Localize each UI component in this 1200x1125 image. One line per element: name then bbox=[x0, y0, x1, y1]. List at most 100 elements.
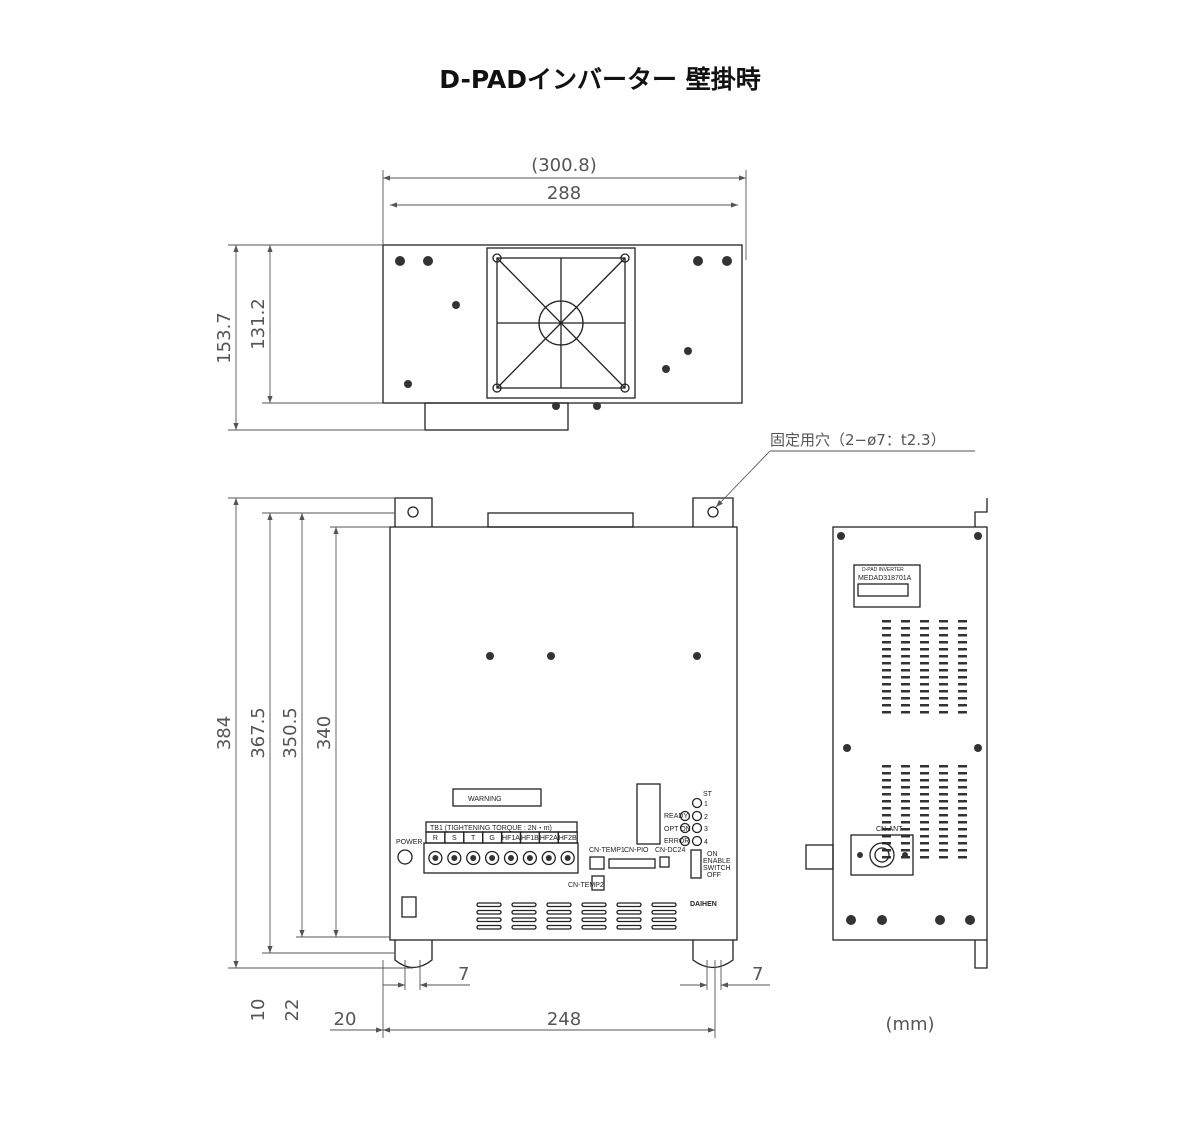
vent-slot bbox=[939, 676, 948, 679]
vent-slot bbox=[882, 800, 891, 803]
vent-slot bbox=[901, 814, 910, 817]
vent-slot bbox=[920, 620, 929, 623]
dim-10: 10 bbox=[248, 999, 269, 1022]
terminal-screw bbox=[484, 850, 500, 866]
vent-slot bbox=[958, 765, 967, 768]
vent-slot bbox=[920, 655, 929, 658]
terminal-screw bbox=[503, 850, 519, 866]
vent-slot bbox=[920, 711, 929, 714]
vent-slot bbox=[882, 676, 891, 679]
vent-slot bbox=[616, 924, 642, 930]
vent-slot bbox=[939, 690, 948, 693]
svg-text:READY: READY bbox=[664, 813, 688, 820]
terminal-label: HF1B bbox=[521, 835, 539, 842]
vent-slot bbox=[616, 902, 642, 908]
vent-slot bbox=[651, 917, 677, 923]
vent-slot bbox=[939, 683, 948, 686]
unit-label: (mm) bbox=[885, 1014, 934, 1035]
vent-slot bbox=[901, 793, 910, 796]
dim-height: 131.2 bbox=[248, 298, 269, 350]
vent-slot bbox=[511, 924, 537, 930]
vent-slot bbox=[882, 711, 891, 714]
vent-slot bbox=[901, 662, 910, 665]
vent-slot bbox=[901, 800, 910, 803]
terminal-label: T bbox=[471, 835, 476, 842]
vent-slot bbox=[546, 902, 572, 908]
svg-text:OFF: OFF bbox=[707, 872, 721, 879]
vent-slot bbox=[511, 909, 537, 915]
vent-slot bbox=[939, 828, 948, 831]
vent-slot bbox=[511, 902, 537, 908]
vent-slot bbox=[920, 793, 929, 796]
vent-slot bbox=[958, 711, 967, 714]
vent-slot bbox=[920, 800, 929, 803]
vent-slot bbox=[901, 807, 910, 810]
vent-slot bbox=[901, 765, 910, 768]
vent-slot bbox=[958, 793, 967, 796]
vent-slot bbox=[958, 814, 967, 817]
vent-slot bbox=[920, 849, 929, 852]
vent-slot bbox=[958, 662, 967, 665]
vent-slot bbox=[958, 676, 967, 679]
vent-slot bbox=[901, 849, 910, 852]
vent-slot bbox=[920, 634, 929, 637]
vent-slot bbox=[958, 786, 967, 789]
terminal-label: HF2B bbox=[559, 835, 577, 842]
vent-slot bbox=[920, 835, 929, 838]
vent-slot bbox=[901, 786, 910, 789]
terminal-screw bbox=[522, 850, 538, 866]
vent-slot bbox=[939, 765, 948, 768]
vent-slot bbox=[939, 641, 948, 644]
terminal-label: G bbox=[489, 835, 494, 842]
vent-slot bbox=[651, 909, 677, 915]
mounting-hole-note: 固定用穴（2−ø7：t2.3） bbox=[770, 431, 946, 449]
front-view: WARNING TB1 (TIGHTENING TORQUE : 2N・m) R… bbox=[389, 497, 738, 969]
terminal-label: HF1A bbox=[502, 835, 520, 842]
vent-slot bbox=[920, 814, 929, 817]
vent-slot bbox=[882, 828, 891, 831]
vent-slot bbox=[958, 856, 967, 859]
vent-slot bbox=[901, 676, 910, 679]
vent-slot bbox=[939, 662, 948, 665]
vent-slot bbox=[901, 648, 910, 651]
vent-slot bbox=[958, 683, 967, 686]
vent-slot bbox=[882, 683, 891, 686]
vent-slot bbox=[920, 648, 929, 651]
vent-slot bbox=[901, 704, 910, 707]
dim-7-right: 7 bbox=[752, 964, 763, 985]
fan-guard bbox=[486, 247, 636, 399]
vent-slot bbox=[581, 909, 607, 915]
vent-slot bbox=[476, 909, 502, 915]
vent-slot bbox=[901, 620, 910, 623]
svg-text:ON: ON bbox=[707, 851, 718, 858]
vent-slot bbox=[581, 917, 607, 923]
vent-slot bbox=[958, 828, 967, 831]
status-led bbox=[691, 822, 703, 834]
vent-slot bbox=[939, 807, 948, 810]
vent-slot bbox=[920, 828, 929, 831]
vent-slot bbox=[939, 842, 948, 845]
dim-7-left: 7 bbox=[458, 964, 469, 985]
vent-slot bbox=[546, 909, 572, 915]
vent-slot bbox=[920, 683, 929, 686]
dim-350-5: 350.5 bbox=[280, 707, 301, 759]
svg-text:CN-PIO: CN-PIO bbox=[624, 847, 649, 854]
vent-slot bbox=[920, 786, 929, 789]
vent-slot bbox=[939, 655, 948, 658]
vent-slot bbox=[958, 648, 967, 651]
vent-slot bbox=[901, 683, 910, 686]
vent-slot bbox=[939, 793, 948, 796]
vent-slot bbox=[920, 690, 929, 693]
vent-slot bbox=[939, 814, 948, 817]
status-led bbox=[691, 810, 703, 822]
dim-340: 340 bbox=[314, 716, 335, 750]
vent-slot bbox=[476, 902, 502, 908]
vent-slot bbox=[939, 648, 948, 651]
vent-slot bbox=[939, 849, 948, 852]
enable-switch bbox=[690, 849, 702, 879]
vent-slot bbox=[882, 814, 891, 817]
svg-text:3: 3 bbox=[704, 826, 708, 833]
status-led bbox=[679, 822, 691, 834]
vent-slot bbox=[939, 711, 948, 714]
vent-slot bbox=[546, 924, 572, 930]
